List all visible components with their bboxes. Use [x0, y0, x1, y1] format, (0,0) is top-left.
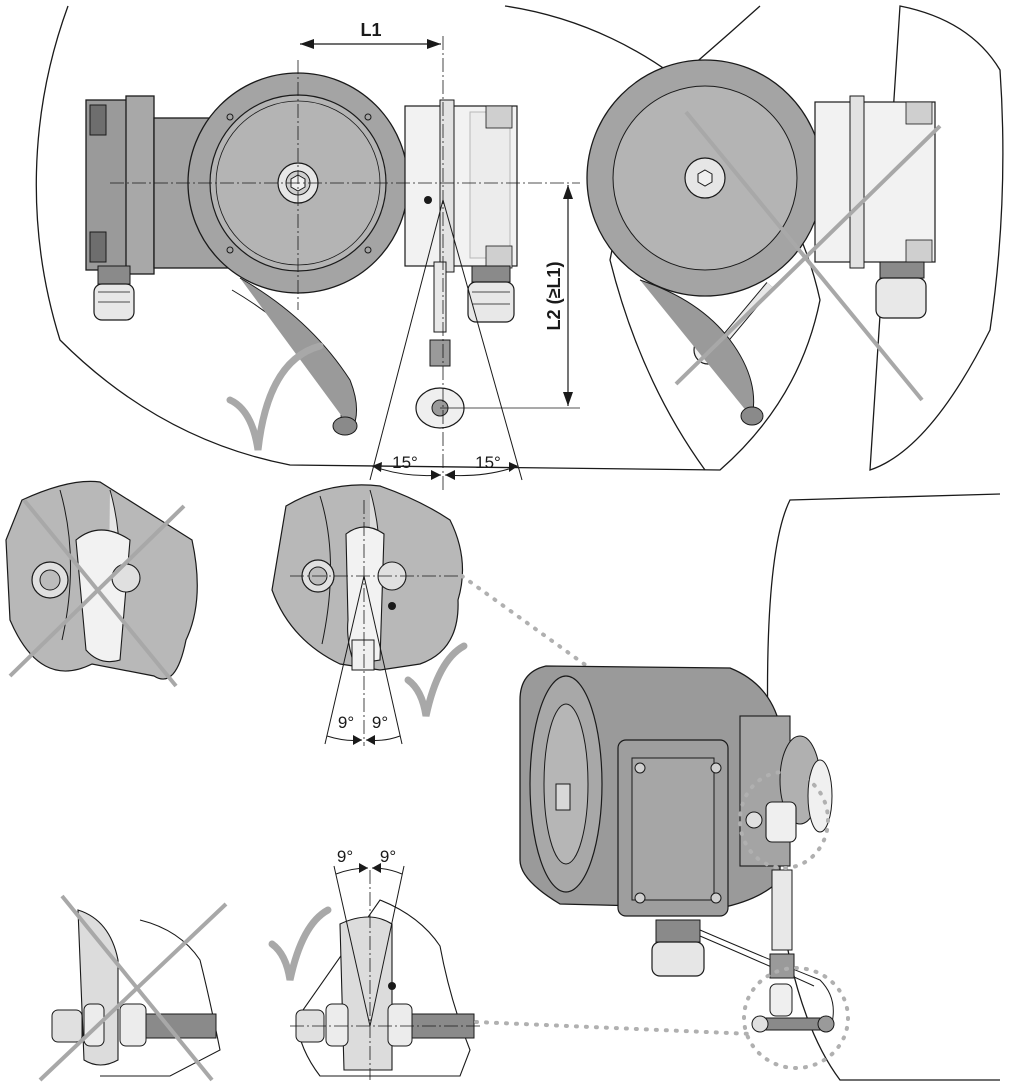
panel-top-left-correct: L1 L2 (≥L1) 15° 15°: [35, 5, 821, 490]
detail-marker-upper: [738, 770, 830, 870]
label-angle-9-left-bottom: 9°: [337, 847, 353, 866]
check-mark-icon: [226, 342, 324, 451]
label-angle-15-right: 15°: [475, 453, 501, 472]
label-angle-15-left: 15°: [392, 453, 418, 472]
nut-right: [111, 563, 141, 593]
cross-mark-icon-2: [22, 498, 178, 688]
threaded-bolt-incorrect: [145, 1013, 217, 1039]
check-mark-icon-2: [404, 642, 468, 717]
encoder-cover-right: [404, 99, 518, 273]
dotted-leader-bottom: [474, 1020, 754, 1036]
panel-top-right-incorrect: [586, 5, 1004, 471]
cross-mark-icon: [684, 110, 924, 402]
earth-strap-incorrect: [639, 279, 755, 419]
check-mark-icon-3: [268, 906, 332, 981]
panel-right-assembly: [519, 493, 1001, 1081]
label-angle-9-right-mid: 9°: [372, 713, 388, 732]
dimension-l2: [563, 185, 573, 406]
cable-gland-right: [467, 265, 515, 323]
label-l2: L2 (≥L1): [544, 262, 564, 331]
dimension-l1: [300, 39, 441, 49]
panel-mid-left-incorrect: [5, 480, 198, 688]
rod-eye-side-correct: [339, 916, 393, 1071]
detail-marker-lower: [742, 966, 850, 1070]
torque-rod-assembly: [771, 869, 793, 951]
label-angle-9-left-mid: 9°: [338, 713, 354, 732]
cable-gland-left: [93, 265, 135, 321]
panel-bottom-left-incorrect: [38, 894, 228, 1082]
threaded-bolt-correct: [409, 1013, 475, 1039]
label-angle-9-right-bottom: 9°: [380, 847, 396, 866]
label-l1: L1: [360, 20, 381, 40]
cable-gland-assembly: [651, 941, 705, 977]
cover-right-incorrect: [814, 101, 936, 263]
panel-bottom-center-correct: 9° 9°: [268, 847, 754, 1080]
detail-outline-right: [609, 5, 1004, 471]
